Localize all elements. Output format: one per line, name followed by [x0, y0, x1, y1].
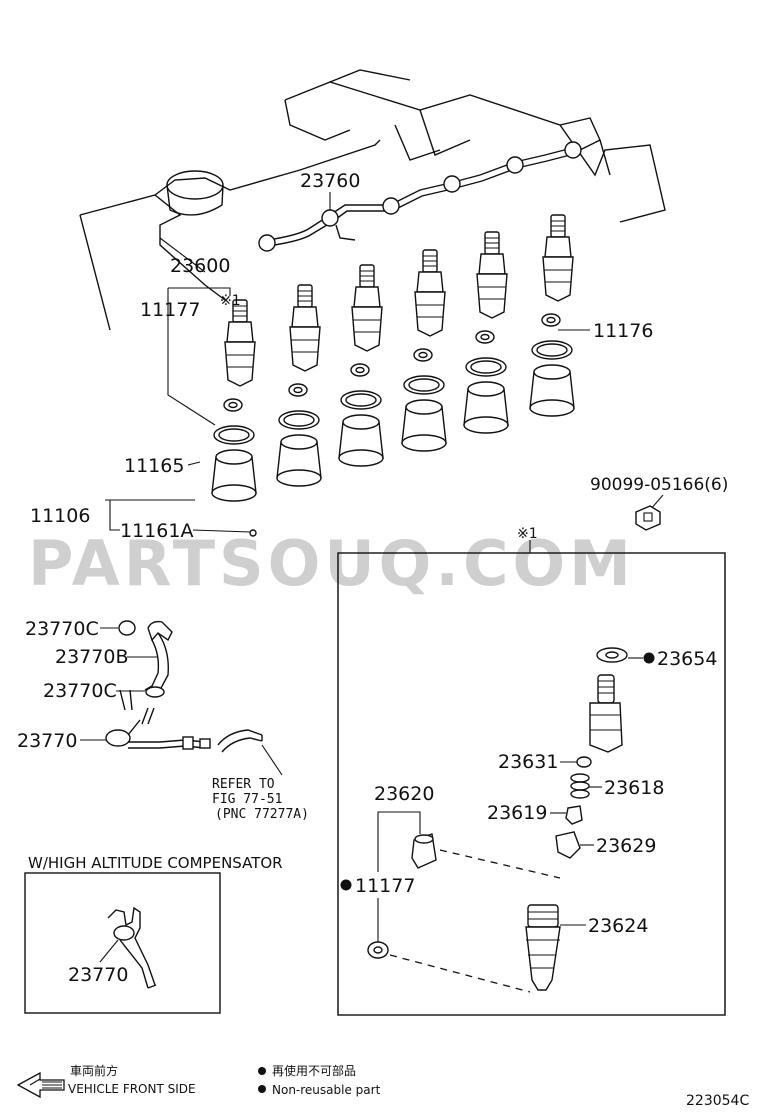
watermark: PARTSOUQ.COM [28, 527, 635, 600]
injector-detail-box [337, 552, 726, 1016]
label-23770-altitude: 23770 [68, 964, 128, 986]
altitude-box-title: W/HIGH ALTITUDE COMPENSATOR [28, 854, 283, 872]
injector-exploded-view [367, 647, 628, 991]
label-90099-05166: 90099-05166(6) [590, 475, 728, 495]
legend-nonreuse-jp: 再使用不可部品 [272, 1063, 356, 1078]
label-23618: 23618 [604, 777, 664, 799]
label-23629: 23629 [596, 835, 656, 857]
label-23760: 23760 [300, 170, 360, 192]
label-11165: 11165 [124, 455, 184, 477]
figure-code: 223054C [686, 1093, 749, 1109]
altitude-box [24, 872, 221, 1014]
label-23619: 23619 [487, 802, 547, 824]
refer-line-3: (PNC 77277A) [215, 807, 309, 822]
injector-assembly [463, 231, 509, 434]
injector-assembly [401, 249, 447, 452]
label-23624: 23624 [588, 915, 648, 937]
label-11106: 11106 [30, 505, 90, 527]
fuel-leak-pipe [258, 141, 582, 252]
engine-head-illustration [79, 69, 666, 331]
nonreusable-bullet-icon [258, 1067, 266, 1075]
injector-assembly [529, 214, 575, 417]
front-arrow-icon [16, 1071, 65, 1099]
label-23770b: 23770B [55, 646, 128, 668]
refer-line-1: REFER TO [212, 777, 275, 792]
legend-front-jp: 車両前方 [70, 1063, 118, 1078]
refer-line-2: FIG 77-51 [212, 792, 282, 807]
label-23770c-b: 23770C [43, 680, 117, 702]
legend-nonreuse-en: Non-reusable part [272, 1083, 381, 1097]
label-11176: 11176 [593, 320, 653, 342]
label-11177-top: 11177 [140, 299, 200, 321]
label-23600: 23600 [170, 255, 230, 277]
label-11177-detail: 11177 [355, 875, 415, 897]
label-23770c-a: 23770C [25, 618, 99, 640]
injector-assembly [338, 264, 384, 467]
mark-1-top: ※1 [220, 293, 241, 309]
detail-box-mark: ※1 [517, 526, 538, 542]
label-23631: 23631 [498, 751, 558, 773]
injector-assembly [211, 299, 257, 502]
fuel-hose-group [105, 620, 263, 753]
injector-row [211, 214, 575, 502]
altitude-compensator-part [107, 906, 157, 989]
label-23620: 23620 [374, 783, 434, 805]
legend-front-en: VEHICLE FRONT SIDE [68, 1082, 196, 1096]
spring-part [570, 773, 590, 799]
nut-part [635, 505, 661, 531]
label-23654: 23654 [657, 648, 717, 670]
label-23770: 23770 [17, 730, 77, 752]
label-11161a: 11161A [120, 520, 193, 542]
injector-assembly [276, 284, 322, 487]
